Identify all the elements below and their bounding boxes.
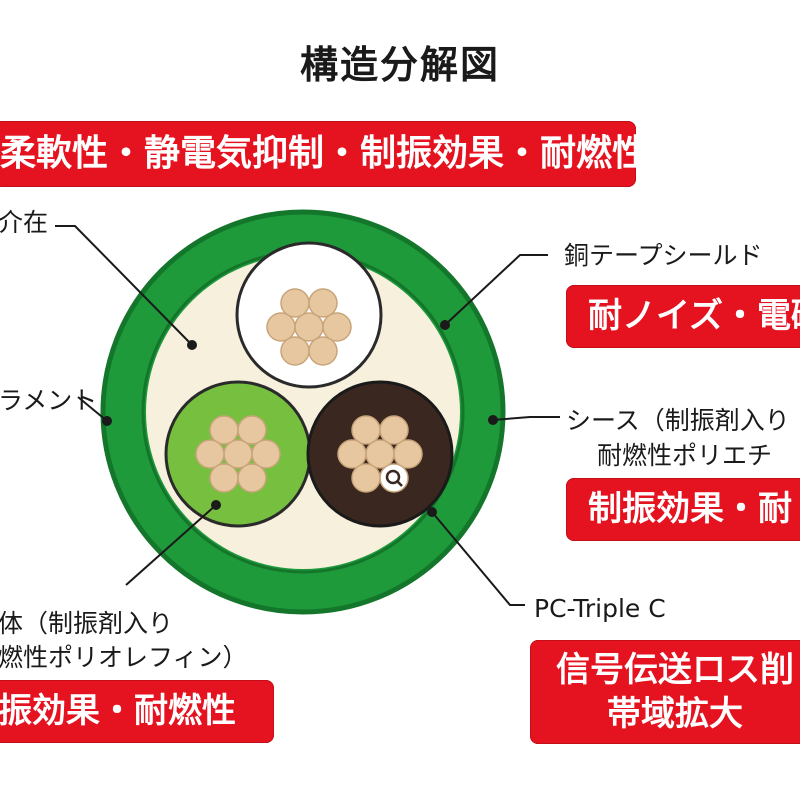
label-insulator-line2: 燃性ポリオレフィン） [0,643,248,672]
feature-banner-sheath: 制振効果・耐 [566,478,800,541]
feature-banner-top: 柔軟性・静電気抑制・制振効果・耐燃性 [0,121,636,187]
feature-banner-sheath-text: 制振効果・耐 [588,489,792,529]
core-green-strands [195,415,281,493]
label-sheath-line2: 耐燃性ポリエチ [597,441,773,470]
feature-banner-conductor: 信号伝送ロス削 帯域拡大 [530,640,800,744]
leader-lines [55,225,560,606]
feature-banner-insulator-text: 振効果・耐燃性 [0,691,236,731]
feature-banner-conductor-line2: 帯域拡大 [607,694,743,734]
feature-banner-shield-text: 耐ノイズ・電磁 [588,296,800,336]
magnifier-icon [379,463,409,493]
feature-banner-top-text: 柔軟性・静電気抑制・制振効果・耐燃性 [0,133,636,174]
label-copper-tape-shield: 銅テープシールド [564,241,763,270]
diagram-title: 構造分解図 [299,43,500,87]
label-filler: 介在 [0,208,49,237]
core-black-strands [337,415,423,493]
label-insulator-line1: 体（制振剤入り [0,609,174,638]
label-conductor: PC-Triple C [534,594,666,623]
feature-banner-conductor-line1: 信号伝送ロス削 [556,650,794,690]
leader-dots [102,320,498,517]
feature-banner-shield: 耐ノイズ・電磁 [566,285,800,348]
core-white-strands [266,288,352,366]
feature-banner-insulator: 振効果・耐燃性 [0,680,274,743]
label-sheath-line1: シース（制振剤入り [566,406,790,435]
jacket-edge [100,209,506,615]
